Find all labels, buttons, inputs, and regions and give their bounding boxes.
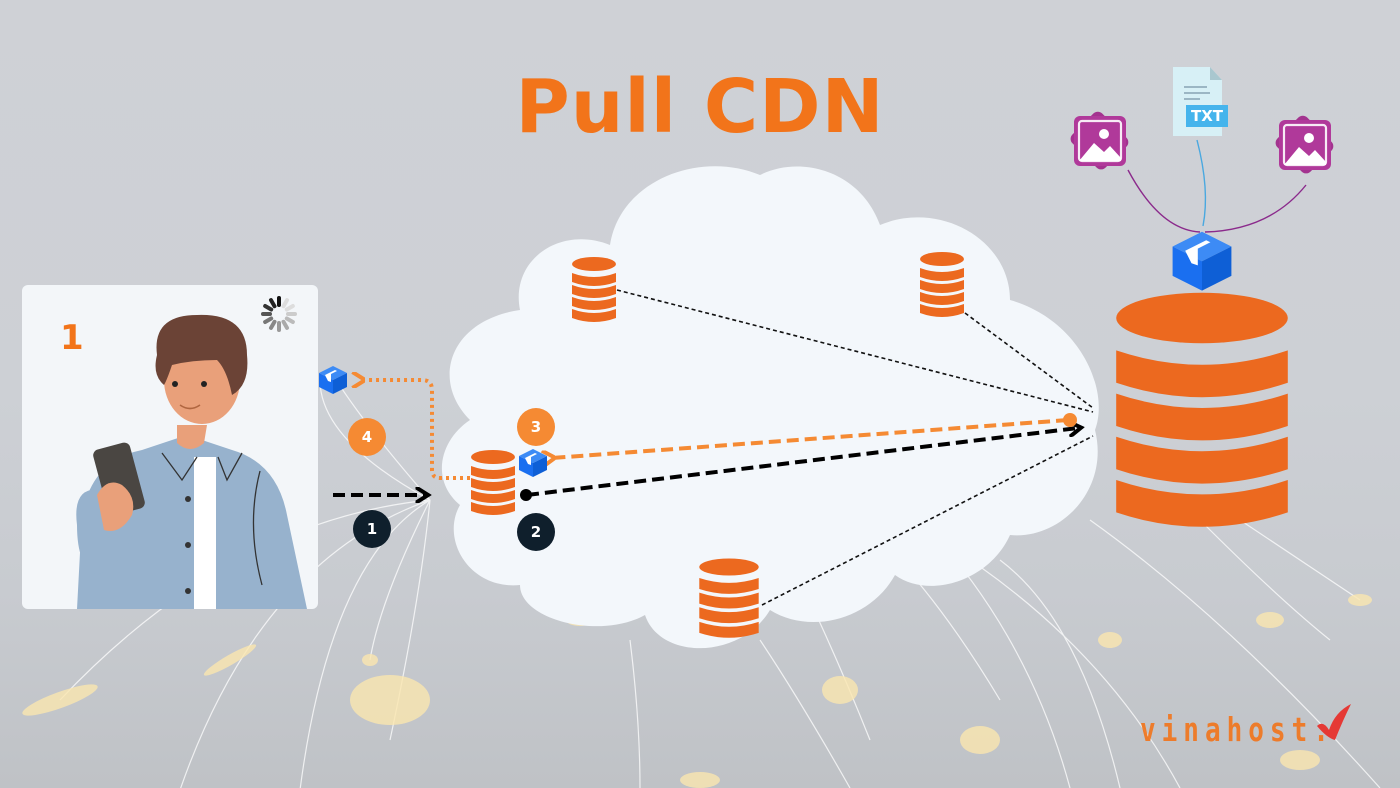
image-file-icon-left	[1070, 111, 1129, 170]
user-step-label: 1	[60, 318, 84, 358]
city-light	[822, 676, 858, 704]
loading-spinner-icon	[261, 296, 297, 332]
link-edge-top-left-origin	[616, 289, 1094, 413]
city-light	[680, 772, 720, 788]
t-shirt	[194, 457, 216, 609]
city-light	[960, 726, 1000, 754]
step-3-response-arrow	[552, 418, 1069, 458]
network-line	[369, 499, 431, 661]
image-file-icon-right	[1275, 115, 1334, 174]
user-panel	[22, 285, 318, 609]
step-2-request-arrow	[526, 428, 1078, 497]
origin-server-icon	[1116, 292, 1288, 527]
network-line	[1239, 519, 1361, 601]
city-light	[1280, 750, 1320, 770]
city-light	[1256, 612, 1284, 628]
hair	[155, 314, 248, 395]
network-line	[319, 379, 431, 501]
cdn-cloud	[441, 166, 1099, 649]
diagram-title: Pull CDN	[515, 64, 885, 150]
step-badge-3: 3	[517, 408, 555, 446]
package-icon-delivered	[319, 366, 347, 394]
asset-link-right	[1204, 184, 1307, 233]
vinahost-logo: vinahost.	[1140, 712, 1335, 750]
city-light	[1348, 594, 1372, 606]
user-illustration	[76, 314, 307, 609]
network-line	[999, 559, 1121, 788]
city-light	[22, 684, 98, 716]
step-badge-2: 2	[517, 513, 555, 551]
asset-link-txt	[1196, 139, 1207, 227]
network-line	[759, 639, 851, 788]
asset-link-left	[1127, 169, 1201, 233]
txt-file-label: TXT	[1186, 105, 1228, 127]
city-light	[362, 654, 378, 666]
link-edge-bottom-origin	[761, 435, 1094, 606]
hand	[97, 482, 134, 531]
step-2-start-dot	[520, 489, 532, 501]
step-4-delivery-arrow	[362, 380, 470, 480]
network-line	[1199, 519, 1331, 641]
network-line	[1089, 519, 1381, 788]
city-light	[1098, 632, 1122, 648]
step-badge-1: 1	[353, 510, 391, 548]
logo-text: vinahost.	[1140, 712, 1335, 750]
city-light	[350, 675, 430, 725]
package-icon-origin	[1172, 231, 1232, 291]
network-line	[299, 499, 431, 788]
link-edge-top-right-origin	[964, 312, 1094, 409]
network-line	[629, 639, 641, 788]
step-3-start-dot	[1063, 413, 1077, 427]
step-badge-4: 4	[348, 418, 386, 456]
logo-check-icon	[1317, 704, 1351, 740]
city-light	[203, 644, 257, 676]
